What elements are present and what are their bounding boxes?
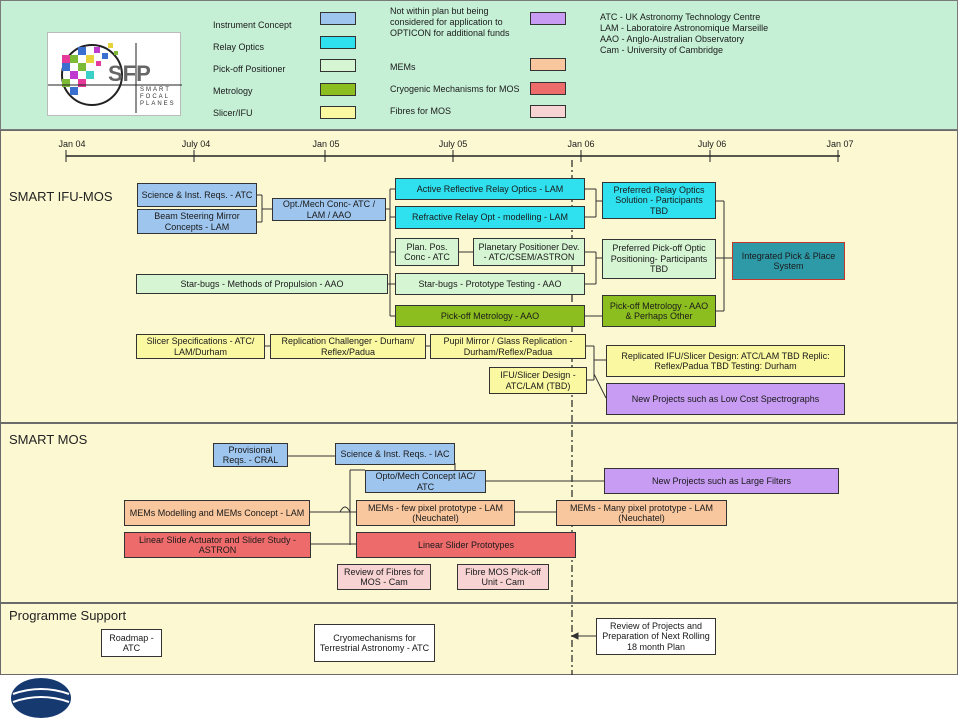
- section-title-support: Programme Support: [9, 608, 127, 623]
- task-replicated-ifu: Replicated IFU/Slicer Design: ATC/LAM TB…: [606, 345, 845, 377]
- task-cryomechanisms: Cryomechanisms for Terrestrial Astronomy…: [314, 624, 435, 662]
- legend-label-mems: MEMs: [390, 62, 416, 72]
- legend-label-relay-optics: Relay Optics: [213, 42, 265, 52]
- task-preferred-relay: Preferred Relay Optics Solution - Partic…: [602, 182, 716, 219]
- task-ifu-slicer-design: IFU/Slicer Design - ATC/LAM (TBD): [489, 367, 587, 394]
- timeline-month-jan07: Jan 07: [826, 139, 854, 149]
- timeline-month-jul06: July 06: [697, 139, 727, 149]
- task-integrated-pick-place: Integrated Pick & Place System: [732, 242, 845, 280]
- logo-graphic: [48, 43, 182, 113]
- task-preferred-pickoff: Preferred Pick-off Optic Positioning- Pa…: [602, 239, 716, 279]
- task-pupil-mirror: Pupil Mirror / Glass Replication - Durha…: [430, 334, 586, 359]
- institutes-list: ATC - UK Astronomy Technology Centre LAM…: [600, 12, 769, 55]
- task-science-reqs-atc: Science & Inst. Reqs. - ATC: [137, 183, 257, 207]
- task-mems-many: MEMs - Many pixel prototype - LAM (Neuch…: [556, 500, 727, 526]
- task-pickoff-metrology-other: Pick-off Metrology - AAO & Perhaps Other: [602, 295, 716, 327]
- task-pickoff-metrology: Pick-off Metrology - AAO: [395, 305, 585, 327]
- section-title-ifu-mos: SMART IFU-MOS: [9, 189, 113, 204]
- legend-swatch-not-in-plan: [530, 12, 566, 25]
- legend-swatch-mems: [530, 58, 566, 71]
- legend-label-pickoff-positioner: Pick-off Positioner: [213, 64, 286, 74]
- legend-swatch-cryogenic: [530, 82, 566, 95]
- timeline-month-jan04: Jan 04: [58, 139, 86, 149]
- task-science-reqs-iac: Science & Inst. Reqs. - IAC: [335, 443, 455, 465]
- emblem-icon: [11, 678, 71, 718]
- task-roadmap: Roadmap - ATC: [101, 629, 162, 657]
- legend-label-slicer-ifu: Slicer/IFU: [213, 108, 253, 118]
- task-mems-few: MEMs - few pixel prototype - LAM (Neucha…: [356, 500, 515, 526]
- legend-swatch-metrology: [320, 83, 356, 96]
- logo-subtitle: SMART FOCAL PLANES: [140, 87, 176, 107]
- task-new-spectrographs: New Projects such as Low Cost Spectrogra…: [606, 383, 845, 415]
- task-active-relay: Active Reflective Relay Optics - LAM: [395, 178, 585, 200]
- logo-title: SFP: [108, 61, 151, 86]
- task-linear-slider-prototypes: Linear Slider Prototypes: [356, 532, 576, 558]
- sfp-logo: SFP SMART FOCAL PLANES: [47, 32, 182, 116]
- task-review-fibres: Review of Fibres for MOS - Cam: [337, 564, 431, 590]
- task-refractive-relay: Refractive Relay Opt - modelling - LAM: [395, 206, 585, 229]
- legend-swatch-fibres: [530, 105, 566, 118]
- timeline-month-jan05: Jan 05: [312, 139, 340, 149]
- timeline-month-jul04: July 04: [181, 139, 211, 149]
- task-slicer-specs: Slicer Specifications - ATC/ LAM/Durham: [136, 334, 265, 359]
- task-provisional-reqs: Provisional Reqs. - CRAL: [213, 443, 288, 467]
- timeline-month-jul05: July 05: [438, 139, 468, 149]
- legend-swatch-relay-optics: [320, 36, 356, 49]
- legend-swatch-instrument-concept: [320, 12, 356, 25]
- legend-label-metrology: Metrology: [213, 86, 253, 96]
- timeline-month-jan06: Jan 06: [567, 139, 595, 149]
- task-review-projects: Review of Projects and Preparation of Ne…: [596, 618, 716, 655]
- legend-swatch-pickoff-positioner: [320, 59, 356, 72]
- legend-label-cryogenic: Cryogenic Mechanisms for MOS: [390, 84, 520, 94]
- task-fibre-pickoff: Fibre MOS Pick-off Unit - Cam: [457, 564, 549, 590]
- task-starbugs-prototype: Star-bugs - Prototype Testing - AAO: [395, 273, 585, 295]
- task-mems-modelling: MEMs Modelling and MEMs Concept - LAM: [124, 500, 310, 526]
- task-new-filters: New Projects such as Large Filters: [604, 468, 839, 494]
- task-plan-pos-conc: Plan. Pos. Conc - ATC: [395, 238, 459, 266]
- legend-label-not-in-plan: Not within plan but being considered for…: [390, 6, 510, 38]
- legend-label-instrument-concept: Instrument Concept: [213, 20, 292, 30]
- task-opt-mech-conc: Opt./Mech Conc- ATC / LAM / AAO: [272, 198, 386, 221]
- section-title-mos: SMART MOS: [9, 432, 88, 447]
- task-starbugs-propulsion: Star-bugs - Methods of Propulsion - AAO: [136, 274, 388, 294]
- task-beam-steering: Beam Steering Mirror Concepts - LAM: [137, 209, 257, 234]
- task-opto-mech-iac: Opto/Mech Concept IAC/ ATC: [365, 470, 486, 493]
- legend-label-fibres: Fibres for MOS: [390, 106, 452, 116]
- legend-swatch-slicer-ifu: [320, 106, 356, 119]
- task-planetary-positioner: Planetary Positioner Dev. - ATC/CSEM/AST…: [473, 238, 585, 266]
- task-replication-challenger: Replication Challenger - Durham/ Reflex/…: [270, 334, 426, 359]
- task-linear-slide: Linear Slide Actuator and Slider Study -…: [124, 532, 311, 558]
